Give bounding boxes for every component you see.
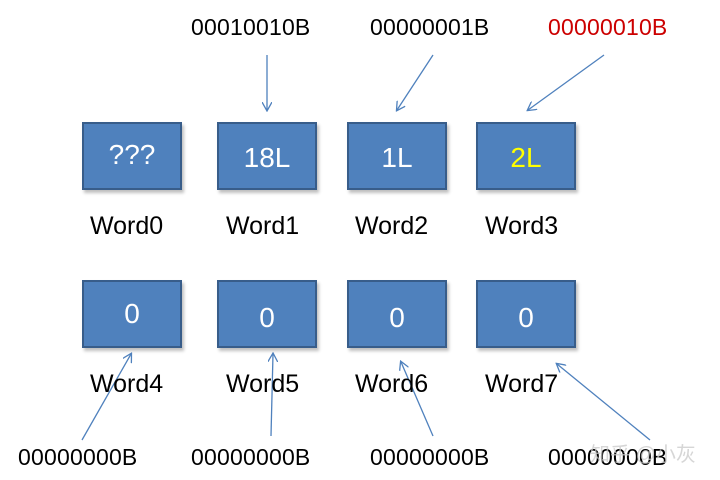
word4-box: 0 bbox=[82, 280, 182, 348]
word7-label: Word7 bbox=[485, 370, 559, 398]
bottom-label-word7: 00000000B bbox=[548, 444, 668, 470]
word5-value: 0 bbox=[259, 302, 275, 333]
word7-value: 0 bbox=[518, 302, 534, 333]
word3-box: 2L bbox=[476, 122, 576, 190]
arrow-to-word2 bbox=[397, 54, 434, 110]
word1-label: Word1 bbox=[226, 212, 300, 240]
bottom-label-word4: 00000000B bbox=[18, 444, 138, 470]
word1-value: 18L bbox=[243, 142, 291, 173]
word3-label: Word3 bbox=[485, 212, 559, 240]
top-label-word3: 00000010B bbox=[548, 14, 668, 40]
word5-label: Word5 bbox=[226, 370, 300, 398]
word6-box: 0 bbox=[347, 280, 447, 348]
word0-value: ??? bbox=[108, 139, 156, 170]
word2-value: 1L bbox=[381, 142, 413, 173]
word6-value: 0 bbox=[389, 302, 405, 333]
word1-box: 18L bbox=[217, 122, 317, 190]
word0-label: Word0 bbox=[90, 212, 164, 240]
word4-value: 0 bbox=[124, 298, 140, 329]
word2-label: Word2 bbox=[355, 212, 429, 240]
word2-box: 1L bbox=[347, 122, 447, 190]
watermark: 知乎 @小灰 bbox=[590, 444, 696, 466]
word6-label: Word6 bbox=[355, 370, 429, 398]
word4-label: Word4 bbox=[90, 370, 164, 398]
word0-box: ??? bbox=[82, 122, 182, 190]
arrow-to-word7 bbox=[557, 364, 651, 441]
top-label-word2: 00000001B bbox=[370, 14, 490, 40]
top-label-word1: 00010010B bbox=[191, 14, 311, 40]
word7-box: 0 bbox=[476, 280, 576, 348]
bottom-label-word5: 00000000B bbox=[191, 444, 311, 470]
word5-box: 0 bbox=[217, 280, 317, 348]
word3-value: 2L bbox=[510, 142, 542, 173]
bottom-label-word6: 00000000B bbox=[370, 444, 490, 470]
arrow-to-word3 bbox=[528, 54, 605, 110]
